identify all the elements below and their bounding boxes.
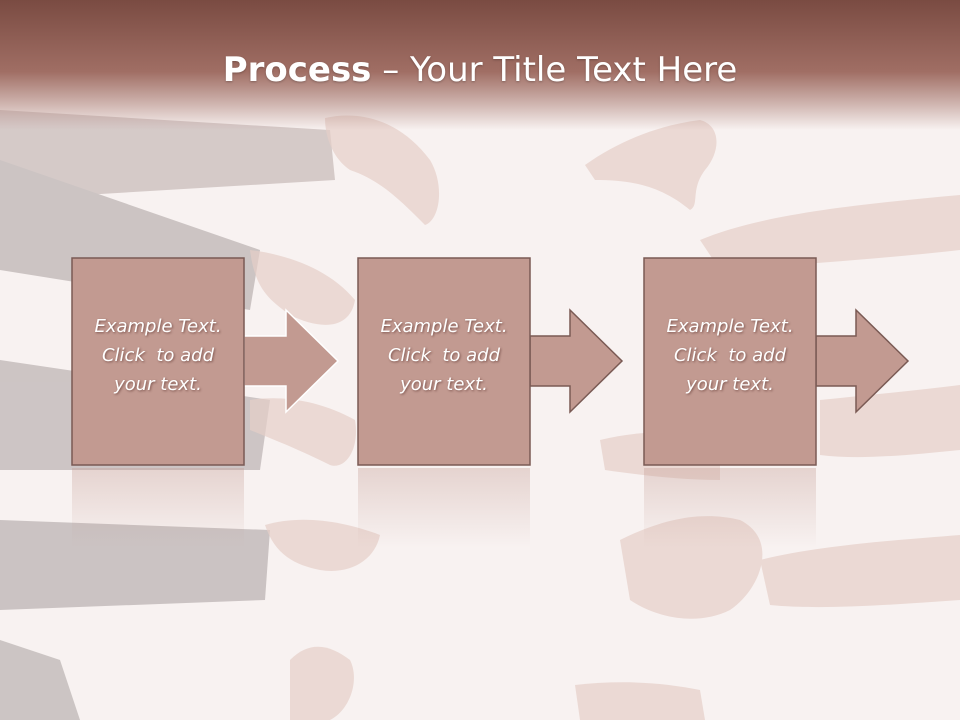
step-3-reflection xyxy=(644,468,816,548)
step-2-text[interactable]: Example Text. Click to add your text. xyxy=(358,312,530,399)
step-1-box[interactable] xyxy=(71,257,245,466)
step-3-box[interactable] xyxy=(643,257,817,466)
step-3-line-1: Example Text. xyxy=(666,316,794,337)
step-1-line-2: Click to add xyxy=(101,345,214,366)
step-1-arrow[interactable] xyxy=(243,308,340,414)
slide-title[interactable]: Process – Your Title Text Here xyxy=(0,50,960,90)
step-1-reflection xyxy=(72,468,244,548)
step-1-line-1: Example Text. xyxy=(94,316,222,337)
title-rest: – Your Title Text Here xyxy=(371,50,738,90)
step-2-line-3: your text. xyxy=(400,374,488,395)
step-3-arrow[interactable] xyxy=(815,308,910,414)
step-3-text[interactable]: Example Text. Click to add your text. xyxy=(644,312,816,399)
title-bar xyxy=(0,0,960,130)
step-1-line-3: your text. xyxy=(114,374,202,395)
step-2-box[interactable] xyxy=(357,257,531,466)
step-2-reflection xyxy=(358,468,530,548)
step-2-line-2: Click to add xyxy=(387,345,500,366)
step-3-line-2: Click to add xyxy=(673,345,786,366)
title-strong: Process xyxy=(222,50,372,90)
step-3-line-3: your text. xyxy=(686,374,774,395)
step-2-line-1: Example Text. xyxy=(380,316,508,337)
step-1-text[interactable]: Example Text. Click to add your text. xyxy=(72,312,244,399)
step-2-arrow[interactable] xyxy=(529,308,624,414)
